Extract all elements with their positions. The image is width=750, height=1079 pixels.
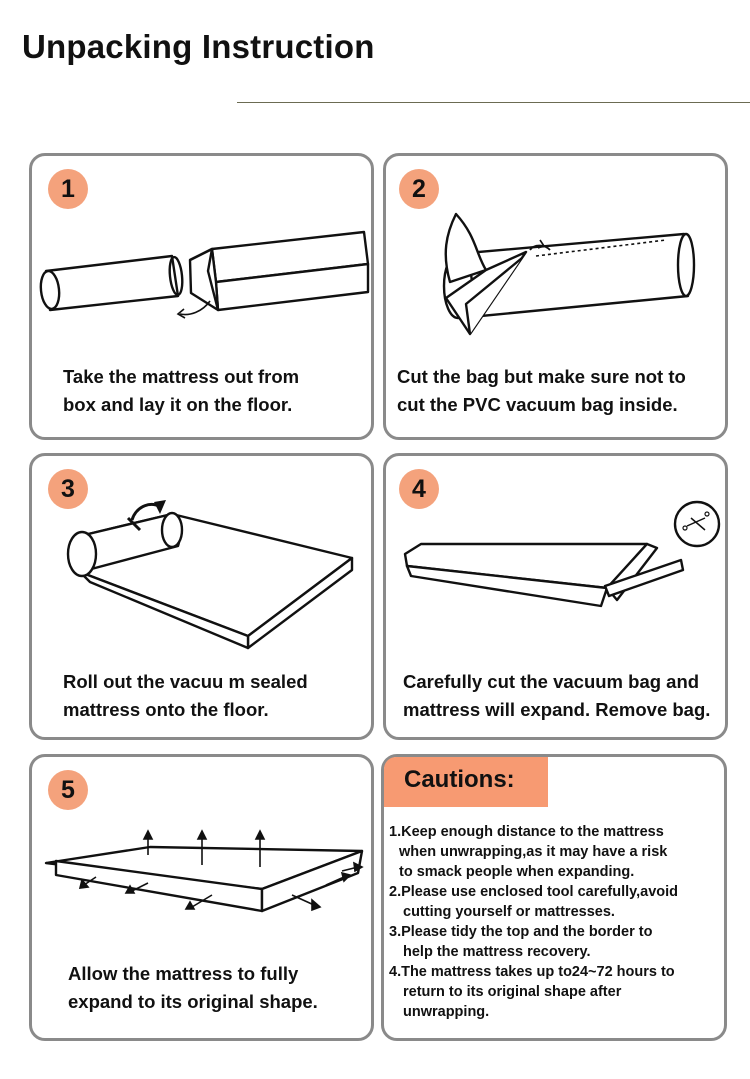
step-number-badge: 4 [399, 469, 439, 509]
step-caption: Take the mattress out from box and lay i… [63, 363, 299, 419]
step-number-badge: 1 [48, 169, 88, 209]
mattress-box-illustration [32, 216, 372, 366]
caution-line: unwrapping. [403, 1004, 490, 1020]
step-number-badge: 5 [48, 770, 88, 810]
caution-line: 3.Please tidy the top and the border to [389, 924, 653, 940]
caption-line: expand to its original shape. [68, 991, 318, 1012]
expand-mattress-illustration [42, 827, 372, 927]
caution-line: 4.The mattress takes up to24~72 hours to [389, 964, 675, 980]
caption-line: mattress onto the floor. [63, 699, 269, 720]
caution-line: return to its original shape after [403, 984, 622, 1000]
cautions-list: 1.Keep enough distance to the mattress w… [389, 822, 678, 1022]
caption-line: Cut the bag but make sure not to [397, 366, 686, 387]
caution-line: to smack people when expanding. [399, 864, 635, 880]
caution-line: 1.Keep enough distance to the mattress [389, 824, 664, 840]
page-title: Unpacking Instruction [22, 28, 375, 65]
cut-bag-illustration [426, 214, 726, 344]
caution-line: help the mattress recovery. [403, 944, 591, 960]
caption-line: mattress will expand. Remove bag. [403, 699, 711, 720]
step-caption: Roll out the vacuu m sealed mattress ont… [63, 668, 308, 724]
caption-line: box and lay it on the floor. [63, 394, 293, 415]
caption-line: cut the PVC vacuum bag inside. [397, 394, 678, 415]
caution-line: cutting yourself or mattresses. [403, 904, 615, 920]
step-card-2: 2 Cut the bag but make sure not to cut t… [383, 153, 728, 440]
caution-line: 2.Please use enclosed tool carefully,avo… [389, 884, 679, 900]
cautions-heading: Cautions: [404, 766, 515, 793]
step-caption: Allow the mattress to fully expand to it… [68, 960, 318, 1016]
step-number-badge: 2 [399, 169, 439, 209]
step-card-5: 5 Allow the mattress to fully expand to … [29, 754, 374, 1041]
step-number-badge: 3 [48, 469, 88, 509]
step-card-4: 4 Carefully cut the vacuum bag and mattr… [383, 453, 728, 740]
cautions-card [381, 754, 727, 1041]
caption-line: Carefully cut the vacuum bag and [403, 671, 700, 692]
caption-line: Allow the mattress to fully [68, 963, 299, 984]
step-caption: Cut the bag but make sure not to cut the… [397, 363, 686, 419]
caption-line: Roll out the vacuu m sealed [63, 671, 308, 692]
roll-out-illustration [62, 500, 392, 656]
caption-line: Take the mattress out from [63, 366, 300, 387]
cut-vacuum-bag-illustration [401, 496, 731, 606]
step-card-1: 1 Take the mattress out from box and lay… [29, 153, 374, 440]
caution-line: when unwrapping,as it may have a risk [399, 844, 668, 860]
step-card-3: 3 Roll out the vacuu m sealed mattress o… [29, 453, 374, 740]
step-caption: Carefully cut the vacuum bag and mattres… [403, 668, 710, 724]
title-divider [237, 102, 750, 103]
cautions-header: Cautions: [384, 757, 548, 807]
